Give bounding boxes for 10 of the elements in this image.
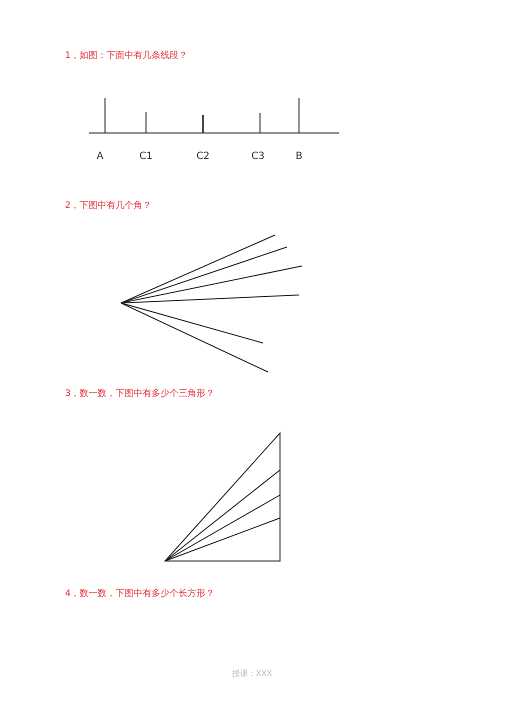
footer-text: 授课：XXX — [232, 670, 272, 678]
question-text: 4，数一数，下图中有多少个长方形？ — [65, 590, 215, 599]
point-label: C2 — [196, 152, 210, 162]
question-text: 1，如图：下面中有几条线段？ — [65, 52, 188, 61]
point-label: A — [96, 152, 104, 162]
question-text: 3，数一数，下图中有多少个三角形？ — [65, 390, 215, 399]
question-text: 2，下图中有几个角？ — [65, 202, 152, 211]
point-label: C3 — [251, 152, 265, 162]
point-label: B — [296, 152, 302, 162]
point-label: C1 — [139, 152, 153, 162]
